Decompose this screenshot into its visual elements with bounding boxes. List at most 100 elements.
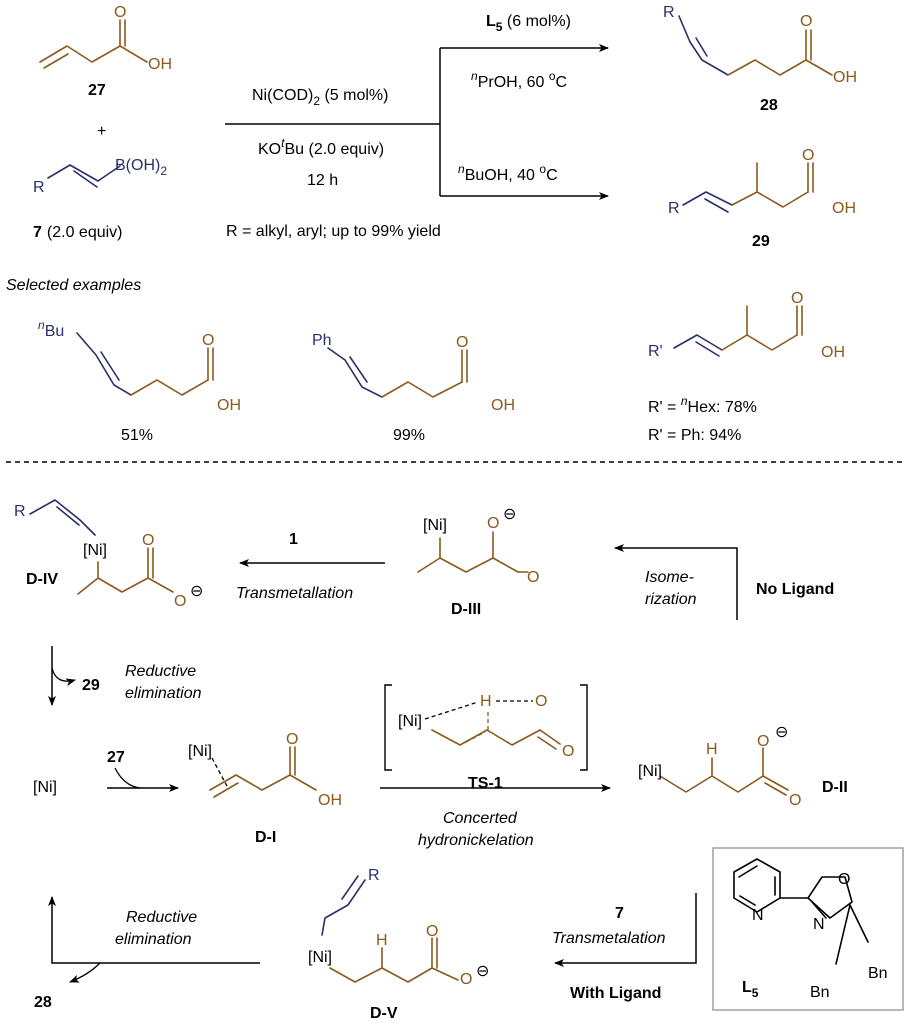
arrow-transmetalation-ligand bbox=[554, 893, 697, 967]
ligand-bn-bonds bbox=[835, 904, 869, 965]
re-label-2: elimination bbox=[125, 685, 202, 702]
compound-29-OH: OH bbox=[832, 200, 856, 217]
compound-7-structure bbox=[47, 164, 121, 188]
D-V-Ni: [Ni] bbox=[308, 949, 332, 966]
TS-1-label: TS-1 bbox=[468, 775, 503, 792]
released-product-29: 29 bbox=[82, 677, 100, 694]
D-I-Ni: [Ni] bbox=[188, 743, 212, 760]
TS-1-O-carbonyl: O bbox=[562, 743, 574, 760]
D-V-O: O bbox=[426, 923, 438, 940]
examples-heading: Selected examples bbox=[6, 277, 141, 294]
D-IV-O: O bbox=[142, 532, 154, 549]
ligand-pyridine-N: N bbox=[752, 907, 764, 924]
D-IV-Ni: [Ni] bbox=[83, 542, 107, 559]
D-IV-Ominus: O bbox=[174, 593, 186, 610]
D-I-label: D-I bbox=[255, 829, 276, 846]
D-II-label: D-II bbox=[822, 779, 848, 796]
compound-28-R: R bbox=[663, 4, 675, 21]
D-III-label: D-III bbox=[451, 601, 481, 618]
TS-1-O-top: O bbox=[535, 693, 547, 710]
example-1-substituent: nBu bbox=[38, 318, 64, 340]
compound-28-OH: OH bbox=[833, 69, 857, 86]
D-V-label: D-V bbox=[370, 1005, 398, 1022]
ligand-oxazoline-N: N bbox=[813, 916, 825, 933]
hydronickelation-label-1: Concerted bbox=[443, 810, 518, 827]
ligand-Bn-1: Bn bbox=[868, 965, 888, 982]
compound-27-structure bbox=[39, 19, 148, 69]
ligand-label: L5 bbox=[742, 979, 759, 1000]
example-3-O: O bbox=[791, 290, 803, 307]
compound-27-label: 27 bbox=[88, 82, 106, 99]
released-product-28: 28 bbox=[34, 994, 52, 1011]
arrow-release-29 bbox=[51, 667, 76, 687]
example-2-yield: 99% bbox=[393, 427, 425, 444]
example-1-yield: 51% bbox=[121, 427, 153, 444]
upper-catalyst: L5 (6 mol%) bbox=[486, 13, 571, 34]
example-1-O: O bbox=[202, 332, 214, 349]
TS-1-H: H bbox=[480, 693, 492, 710]
D-II-Ni: [Ni] bbox=[638, 763, 662, 780]
intermediate-D-III-structure bbox=[417, 531, 519, 573]
compound-27-O: O bbox=[114, 4, 126, 21]
example-2-structure bbox=[327, 347, 468, 398]
D-IV-charge: ⊖ bbox=[190, 583, 203, 600]
plus-sign: + bbox=[97, 123, 106, 140]
compound-29-R: R bbox=[668, 200, 680, 217]
arrow-reductive-elimination-28 bbox=[48, 896, 260, 964]
D-II-O: O bbox=[789, 792, 801, 809]
transmetallation-label: Transmetallation bbox=[236, 585, 353, 602]
D-V-R: R bbox=[368, 867, 380, 884]
lower-solvent: nBuOH, 40 oC bbox=[458, 162, 558, 184]
condition-time: 12 h bbox=[307, 172, 338, 189]
isomerization-label-2: rization bbox=[645, 591, 697, 608]
no-ligand-label: No Ligand bbox=[756, 581, 834, 598]
compound-29-O: O bbox=[802, 147, 814, 164]
D-III-Ni: [Ni] bbox=[423, 517, 447, 534]
ligand-box bbox=[712, 847, 904, 1011]
transmetalation-reagent-7: 7 bbox=[615, 905, 624, 922]
with-ligand-label: With Ligand bbox=[570, 985, 661, 1002]
intermediate-D-II-structure bbox=[659, 747, 789, 796]
transmetalation-label: Transmetalation bbox=[552, 930, 666, 947]
hydronickelation-label-2: hydronickelation bbox=[418, 832, 534, 849]
re2-label-1: Reductive bbox=[126, 909, 197, 926]
intermediate-D-I-structure bbox=[209, 746, 317, 798]
D-V-Ominus: O bbox=[460, 971, 472, 988]
TS-1-structure bbox=[424, 700, 561, 750]
scope-text: R = alkyl, aryl; up to 99% yield bbox=[226, 223, 441, 240]
TS-1-Ni: [Ni] bbox=[398, 713, 422, 730]
D-IV-R: R bbox=[14, 503, 26, 520]
compound-29-structure bbox=[682, 162, 814, 213]
D-II-Ominus: O bbox=[757, 733, 769, 750]
D-V-H: H bbox=[376, 932, 388, 949]
compound-7-R: R bbox=[33, 179, 45, 196]
transmetallation-reagent: 1 bbox=[289, 531, 298, 548]
example-2-OH: OH bbox=[491, 397, 515, 414]
D-V-carboxylate-bond bbox=[431, 967, 459, 981]
compound-7-label: 7(2.0 equiv) bbox=[33, 224, 123, 241]
compound-7-boron: B(OH)2 bbox=[115, 157, 167, 178]
ni-catalyst: [Ni] bbox=[33, 779, 57, 796]
ligand-L5-structure bbox=[733, 858, 853, 919]
example-3-yield-hex: R' = nHex: 78% bbox=[648, 394, 757, 416]
isomerization-label-1: Isome- bbox=[645, 569, 694, 586]
added-substrate-27: 27 bbox=[107, 749, 125, 766]
D-I-O: O bbox=[286, 731, 298, 748]
arrow-isomerization bbox=[614, 544, 738, 620]
re-label-1: Reductive bbox=[125, 663, 196, 680]
upper-solvent: nPrOH, 60 oC bbox=[471, 69, 567, 91]
example-3-yield-ph: R' = Ph: 94% bbox=[648, 427, 741, 444]
example-1-structure bbox=[76, 332, 214, 396]
example-2-O: O bbox=[456, 334, 468, 351]
intermediate-D-V-structure bbox=[321, 875, 438, 983]
example-3-substituent: R' bbox=[648, 343, 663, 360]
condition-base: KOtBu (2.0 equiv) bbox=[258, 136, 384, 158]
arrow-release-28 bbox=[69, 962, 101, 983]
D-III-O: O bbox=[527, 569, 539, 586]
example-1-OH: OH bbox=[217, 397, 241, 414]
compound-28-label: 28 bbox=[760, 97, 778, 114]
D-V-charge: ⊖ bbox=[476, 963, 489, 980]
D-I-OH: OH bbox=[318, 792, 342, 809]
D-IV-label: D-IV bbox=[26, 571, 58, 588]
